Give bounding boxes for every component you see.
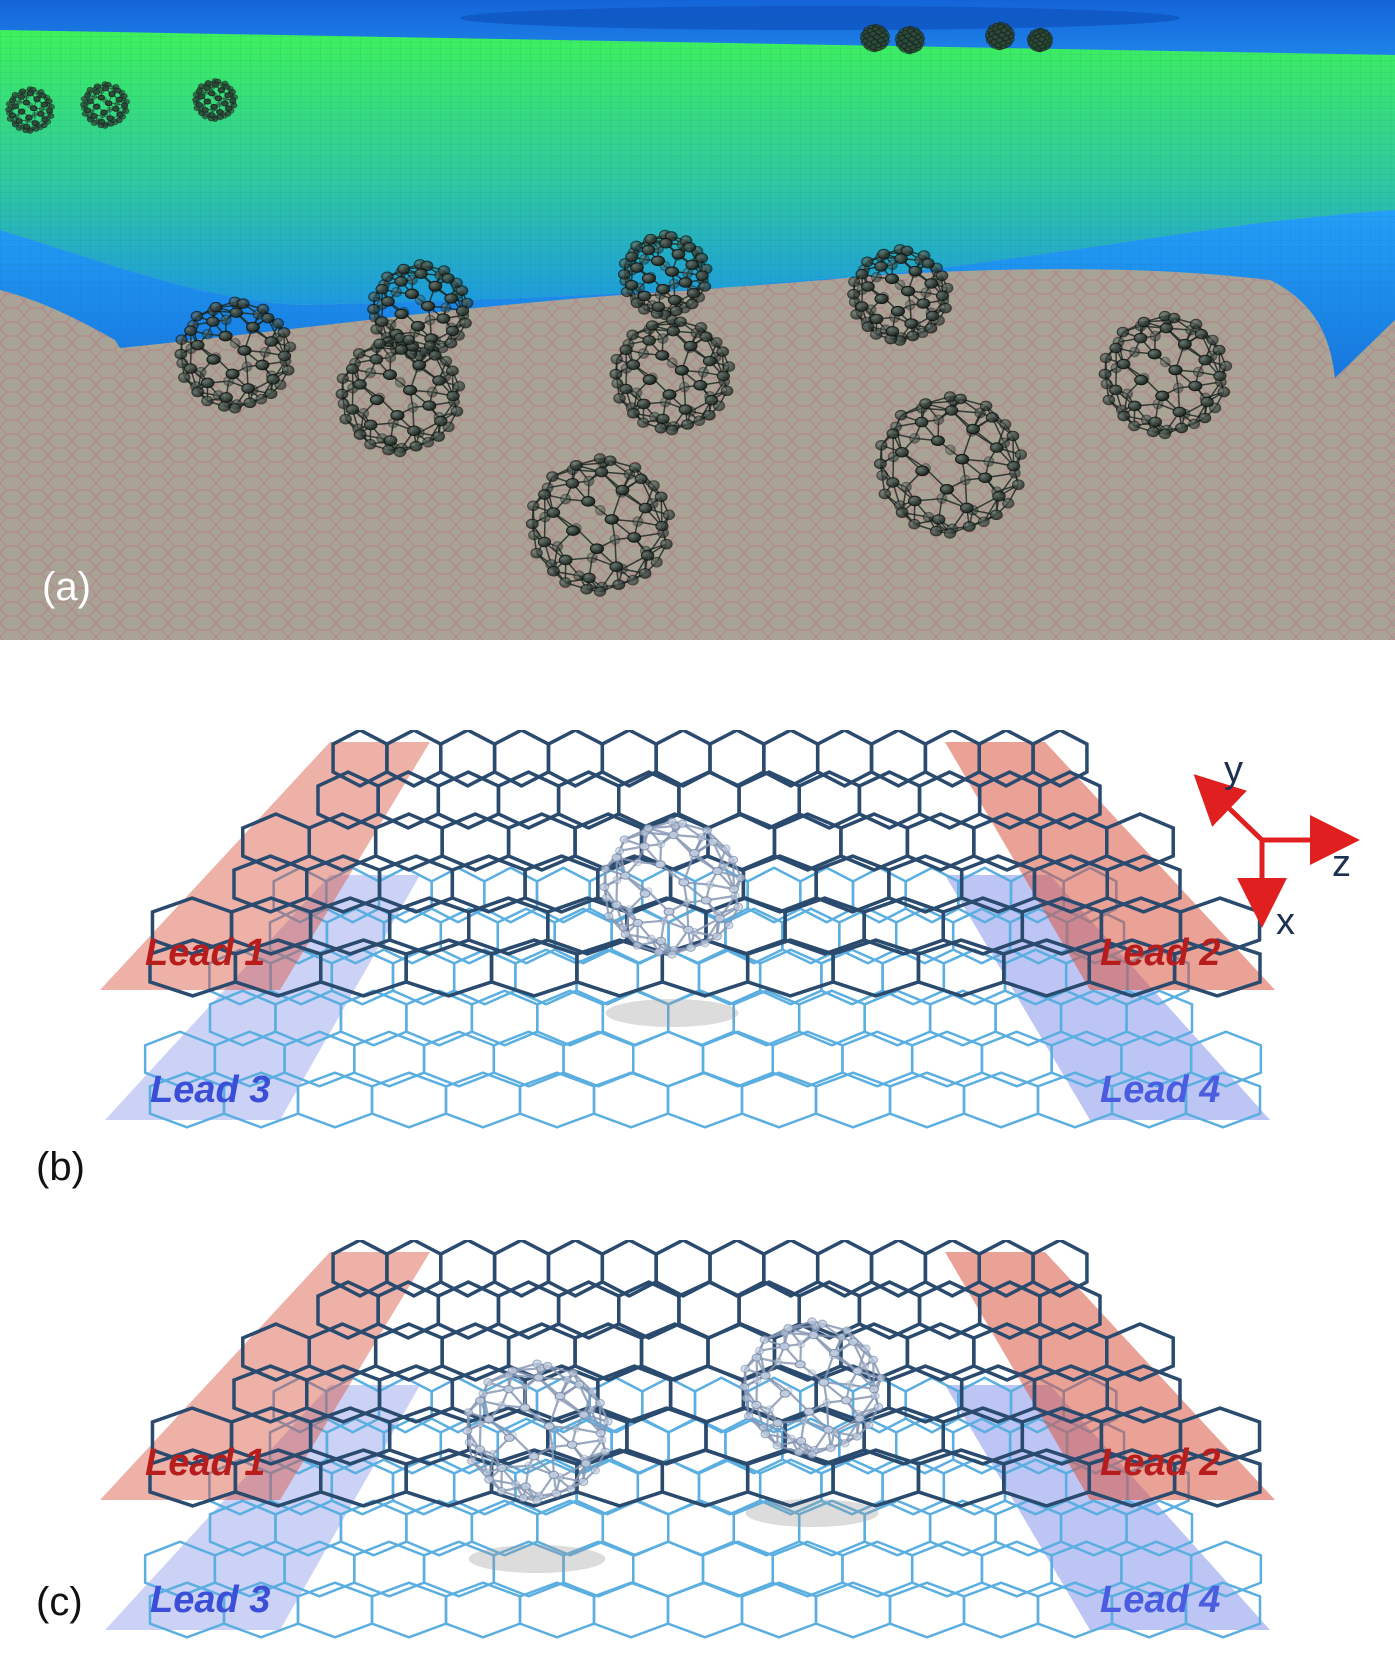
lead-4-label: Lead 4	[1100, 1069, 1220, 1111]
cage-shadow-2	[745, 1499, 879, 1527]
panel-b-bilayer-one-c60: Lead 1 Lead 2 Lead 3 Lead 4	[0, 730, 1395, 1220]
panel-c-diagram: Lead 1 Lead 2 Lead 3 Lead 4	[100, 1240, 1275, 1639]
distant-fullerene-5	[894, 25, 926, 55]
slab-edge-grid	[0, 210, 1395, 378]
lead-2-region	[945, 742, 1275, 990]
distant-fullerene-3	[192, 78, 239, 122]
c60-molecule-2	[739, 1317, 886, 1459]
axis-y-label: y	[1224, 749, 1243, 791]
axis-z-label: z	[1332, 843, 1351, 885]
fullerene-9	[1098, 310, 1233, 440]
lead-2-label: Lead 2	[1100, 1442, 1220, 1484]
distant-fullerenes	[5, 21, 1054, 134]
panel-a-render	[0, 0, 1395, 640]
fullerene-5	[609, 314, 736, 436]
lead-2-region	[945, 1252, 1275, 1500]
bottom-graphene-layer	[143, 1376, 1263, 1639]
panel-b-diagram: Lead 1 Lead 2 Lead 3 Lead 4	[100, 730, 1275, 1129]
cage-shadow-1	[605, 999, 739, 1027]
panel-label-c: (c)	[36, 1580, 83, 1624]
lead-1-label: Lead 1	[145, 932, 265, 974]
cage-shadow-1	[468, 1545, 606, 1573]
axis-indicator: y z x	[1190, 748, 1370, 938]
fullerene-group	[174, 229, 1233, 597]
lead-3-label: Lead 3	[150, 1579, 270, 1621]
lead-1-label: Lead 1	[145, 1442, 265, 1484]
lead-3-region	[105, 1385, 420, 1630]
fullerene-8	[873, 391, 1028, 539]
panel-label-a: (a)	[42, 565, 91, 609]
far-slab-opening	[460, 6, 1180, 30]
c60-molecule-1	[599, 817, 746, 959]
c60-molecule-1	[462, 1359, 613, 1505]
panel-a-scene	[0, 0, 1395, 640]
lead-3-label: Lead 3	[150, 1069, 270, 1111]
axis-y-arrow	[1193, 774, 1264, 842]
distant-fullerene-6	[984, 21, 1016, 51]
fullerene-2	[367, 259, 474, 361]
distant-fullerene-4	[859, 23, 891, 53]
lead-4-label: Lead 4	[1100, 1579, 1220, 1621]
lead-3-region	[105, 875, 420, 1120]
panel-label-b: (b)	[36, 1145, 85, 1189]
fullerene-7	[847, 244, 954, 346]
distant-fullerene-7	[1026, 27, 1054, 53]
distant-fullerene-2	[80, 81, 130, 129]
lead-2-label: Lead 2	[1100, 932, 1220, 974]
fullerene-6	[525, 453, 676, 597]
slab-top-grid	[0, 30, 1395, 305]
fullerene-4	[617, 229, 713, 321]
fullerene-3	[335, 332, 466, 458]
distant-fullerene-1	[5, 86, 55, 134]
panel-c-bilayer-two-c60: Lead 1 Lead 2 Lead 3 Lead 4	[0, 1240, 1395, 1680]
axis-x-label: x	[1276, 901, 1295, 938]
fullerene-1	[174, 296, 297, 414]
